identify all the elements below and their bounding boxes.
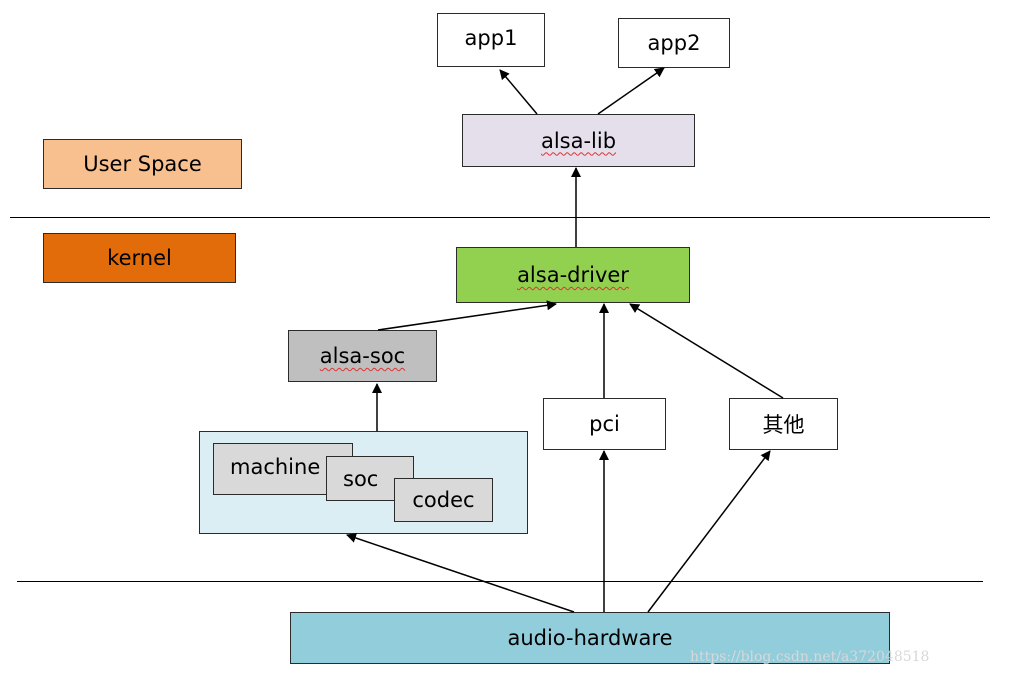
alsa-soc-node: alsa-soc	[288, 330, 437, 382]
user-space-legend: User Space	[43, 139, 242, 189]
codec-label: codec	[412, 488, 475, 512]
arrow-other-to-alsa-driver	[629, 303, 784, 399]
alsa-driver-label: alsa-driver	[517, 263, 629, 287]
app2-node: app2	[618, 18, 730, 68]
kernel-legend: kernel	[43, 233, 236, 283]
arrow-alsa-soc-to-alsa-driver	[377, 300, 557, 331]
arrow-alsa-lib-to-app1	[499, 69, 538, 115]
pci-label: pci	[589, 412, 620, 436]
other-node: 其他	[729, 398, 838, 450]
kernel-hardware-separator	[17, 581, 983, 582]
app1-label: app1	[464, 26, 518, 50]
audio-hardware-node: audio-hardware	[290, 612, 890, 664]
alsa-soc-label: alsa-soc	[319, 344, 406, 368]
app1-node: app1	[437, 13, 545, 67]
arrow-alsa-lib-to-app2	[597, 67, 665, 115]
audio-hardware-label: audio-hardware	[507, 626, 673, 650]
soc-label: soc	[343, 467, 379, 491]
user-kernel-separator	[10, 217, 990, 218]
kernel-label: kernel	[107, 246, 172, 270]
arrow-hardware-to-asoc	[346, 533, 575, 613]
app2-label: app2	[647, 31, 701, 55]
arrow-hardware-to-other	[647, 450, 771, 613]
alsa-driver-node: alsa-driver	[456, 247, 690, 303]
other-label: 其他	[762, 413, 805, 437]
machine-label: machine	[230, 455, 321, 479]
codec-node: codec	[394, 478, 493, 522]
watermark: https://blog.csdn.net/a372048518	[690, 649, 930, 665]
alsa-lib-label: alsa-lib	[540, 128, 617, 153]
pci-node: pci	[543, 398, 666, 450]
user-space-label: User Space	[83, 152, 202, 176]
alsa-lib-node: alsa-lib	[462, 114, 695, 167]
